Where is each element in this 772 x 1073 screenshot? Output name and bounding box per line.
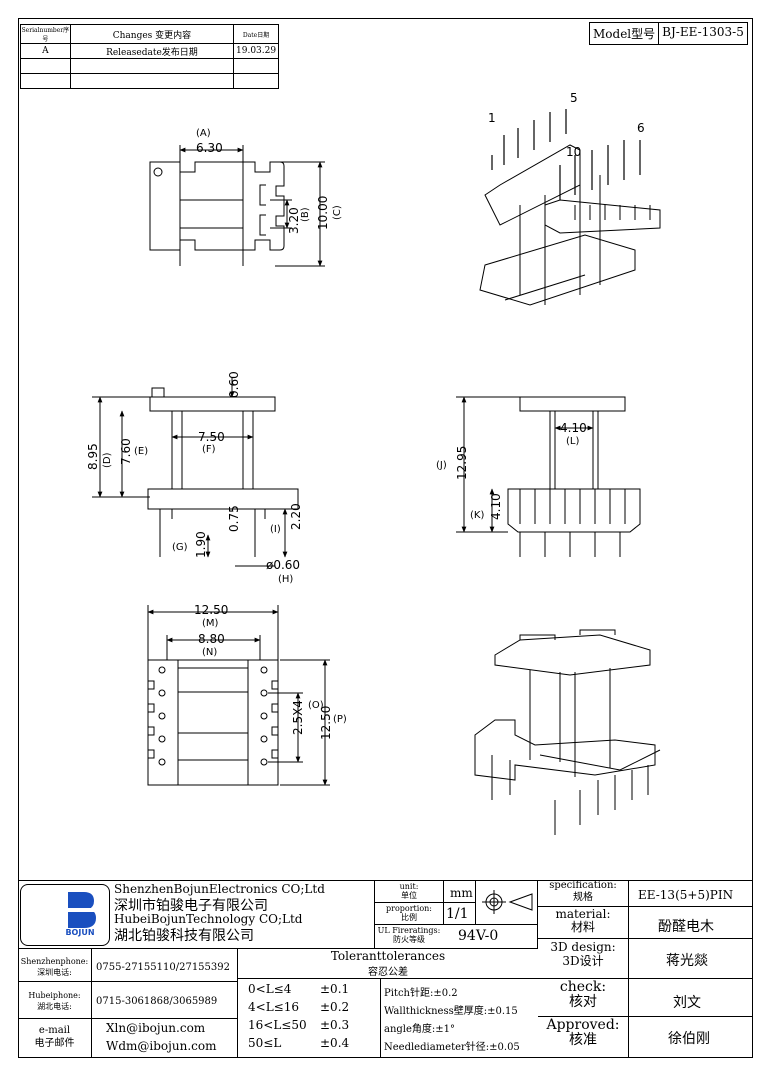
dim-f: 7.50: [198, 430, 225, 444]
projection-symbol-icon: [478, 890, 536, 914]
top-view: (A) 6.30 3.20 (B) 10.00 (C): [149, 128, 343, 267]
proportion-value: 1/1: [446, 906, 469, 922]
company-en-2: HubeiBojunTechnology CO;Ltd: [114, 912, 303, 926]
tol-range-0: 0<L≤4: [248, 982, 292, 996]
dim-d-tag: (D): [102, 452, 113, 468]
unit-label: unit: 单位: [399, 882, 419, 900]
dim-a-tag: (A): [196, 128, 211, 139]
model-number-box: Model型号 BJ-EE-1303-5: [589, 22, 748, 45]
dim-m-tag: (M): [202, 618, 219, 629]
dim-l: 4.10: [560, 421, 587, 435]
dim-g-tag: (G): [172, 542, 188, 553]
front-view: 8.95 (D) 7.60 (E) 7.50 (F) 0.60 0.75 1.9…: [86, 371, 303, 585]
angle-tolerance: angle角度:±1°: [384, 1024, 456, 1035]
pitch-tolerance: Pitch针距:±0.2: [384, 988, 458, 999]
bottom-view: 12.50 (M) 8.80 (N) 2.5X4 (O) 12.50 (P): [147, 603, 347, 786]
approved-value: 徐伯刚: [668, 1031, 710, 1047]
dim-b-tag: (B): [300, 207, 311, 222]
material-label: material: 材料: [555, 907, 611, 934]
dim-o: 2.5X4: [291, 700, 305, 735]
fire-value: 94V-0: [458, 928, 499, 944]
dim-g: 1.90: [194, 531, 208, 558]
unit-value: mm: [450, 886, 473, 900]
tol-val-2: ±0.3: [320, 1018, 350, 1032]
tolerance-cn: 容忍公差: [368, 967, 408, 978]
material-value: 酚醛电木: [658, 919, 714, 935]
dim-k: 4.10: [489, 493, 503, 520]
dim-m: 12.50: [194, 603, 228, 617]
dim-060: 0.60: [227, 371, 241, 398]
design-label: 3D design: 3D设计: [550, 940, 616, 968]
dim-075: 0.75: [227, 505, 241, 532]
company-cn-1: 深圳市铂骏电子有限公司: [114, 898, 268, 914]
email-2: Wdm@ibojun.com: [106, 1039, 217, 1053]
model-value: BJ-EE-1303-5: [662, 25, 744, 39]
email-1: Xln@ibojun.com: [106, 1021, 206, 1035]
proportion-label: proportion: 比例: [386, 904, 432, 922]
dim-f-tag: (F): [202, 444, 216, 455]
logo-text: BOJUN: [65, 928, 95, 937]
dim-j: 12.95: [455, 446, 469, 480]
hb-phone: 0715-3061868/3065989: [96, 996, 218, 1007]
dim-l-tag: (L): [566, 436, 579, 447]
design-value: 蒋光燚: [666, 953, 708, 969]
approved-label: Approved: 核准: [546, 1017, 620, 1048]
dim-a: 6.30: [196, 141, 223, 155]
dim-j-tag: (J): [436, 460, 447, 471]
tol-range-1: 4<L≤16: [248, 1000, 299, 1014]
dim-o-tag: (O): [308, 700, 324, 711]
dim-c: 10.00: [316, 196, 330, 230]
dim-n-tag: (N): [202, 647, 217, 658]
iso-view-bottom: [474, 629, 661, 835]
dim-k-tag: (K): [470, 510, 484, 521]
dim-b: 3.20: [287, 207, 301, 234]
company-en-1: ShenzhenBojunElectronics CO;Ltd: [114, 882, 325, 896]
dim-h: ø0.60: [266, 558, 300, 572]
dim-i-tag: (I): [270, 524, 281, 535]
dim-e-tag: (E): [134, 446, 148, 457]
dim-c-tag: (C): [332, 205, 343, 220]
tol-val-0: ±0.1: [320, 982, 350, 996]
dim-i: 2.20: [289, 503, 303, 530]
tolerance-title: Toleranttolerances: [330, 949, 446, 963]
dim-h-tag: (H): [278, 574, 293, 585]
check-label: check: 核对: [559, 979, 607, 1010]
fire-label: UL Fireratings: 防火等级: [377, 926, 441, 944]
pin-label-10: 10: [566, 145, 581, 159]
email-label: e-mail 电子邮件: [34, 1025, 75, 1049]
spec-label: specification: 规格: [549, 880, 617, 903]
bojun-logo-icon: [62, 890, 98, 934]
sz-phone: 0755-27155110/27155392: [96, 962, 230, 973]
revision-table: Serialnumber序号 Changes 变更内容 Date日期 A Rel…: [20, 24, 279, 89]
dim-e: 7.60: [119, 438, 133, 465]
iso-view-top: 1 5 6 10: [479, 91, 661, 306]
pin-label-5: 5: [570, 91, 578, 105]
dim-d: 8.95: [86, 443, 100, 470]
dim-n: 8.80: [198, 632, 225, 646]
tol-range-2: 16<L≤50: [248, 1018, 307, 1032]
pin-label-6: 6: [637, 121, 645, 135]
hb-phone-label: Hubeiphone: 湖北电话:: [28, 991, 81, 1011]
dim-p-tag: (P): [333, 714, 347, 725]
tol-val-3: ±0.4: [320, 1036, 350, 1050]
tol-val-1: ±0.2: [320, 1000, 350, 1014]
technical-drawing: (A) 6.30 3.20 (B) 10.00 (C) 1 5 6 10: [86, 91, 661, 835]
title-block: BOJUN ShenzhenBojunElectronics CO;Ltd 深圳…: [18, 880, 753, 1058]
dim-p: 12.50: [319, 706, 333, 740]
wall-tolerance: Wallthickness壁厚度:±0.15: [384, 1006, 518, 1017]
spec-value: EE-13(5+5)PIN: [638, 888, 734, 902]
sz-phone-label: Shenzhenphone: 深圳电话:: [20, 957, 89, 977]
tol-range-3: 50≤L: [248, 1036, 282, 1050]
needle-tolerance: Needlediameter针径:±0.05: [384, 1042, 520, 1053]
check-value: 刘文: [673, 995, 701, 1011]
model-label: Model型号: [590, 23, 660, 44]
company-cn-2: 湖北铂骏科技有限公司: [114, 928, 254, 944]
pin-label-1: 1: [488, 111, 496, 125]
side-view: 12.95 (J) 4.10 (K) 4.10 (L): [436, 396, 641, 557]
